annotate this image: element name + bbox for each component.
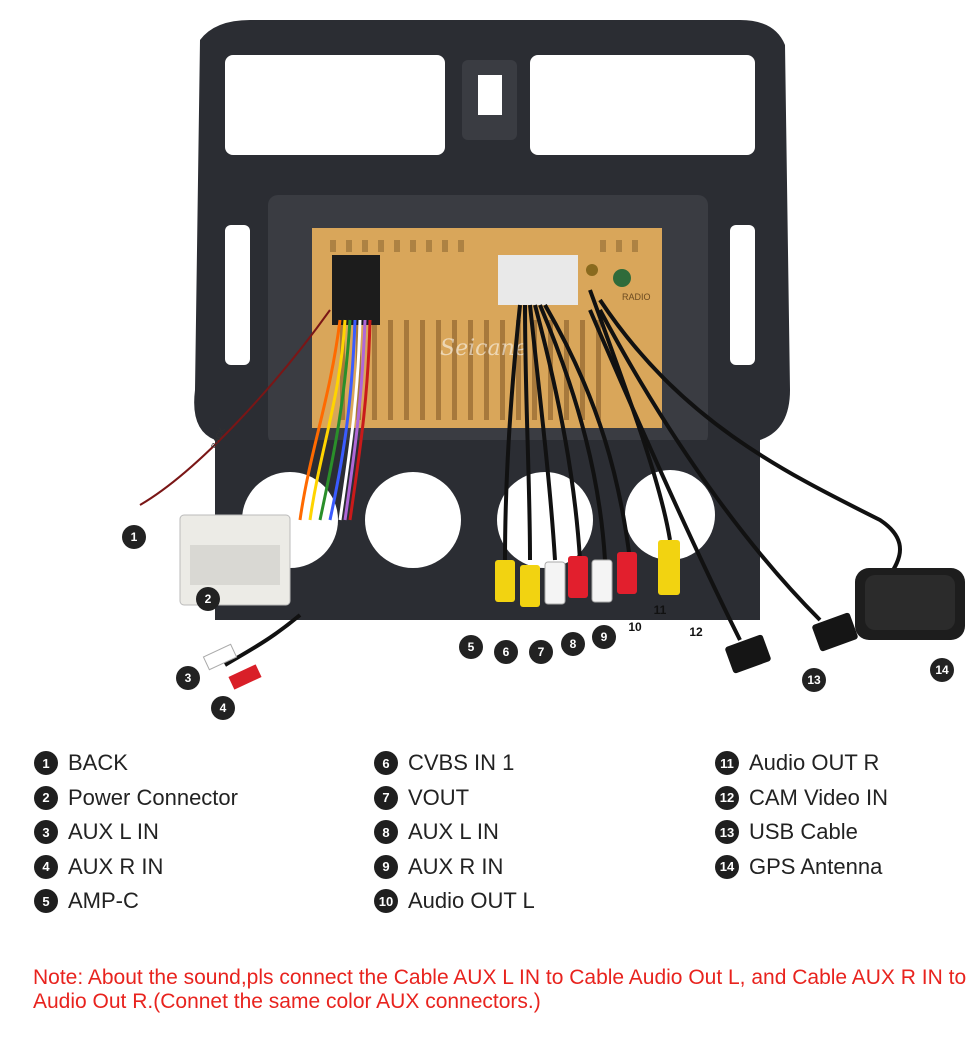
callout-3: 3 [176,666,200,690]
rca-plugs [495,540,680,607]
callout-6: 6 [494,640,518,664]
radio-label: RADIO [622,292,651,302]
callout-10: 10 [628,620,642,634]
frame-cutout-left [225,55,445,155]
callout-9: 9 [592,625,616,649]
frame-slot-left [225,225,250,365]
callout-8: 8 [561,632,585,656]
callout-1: 1 [122,525,146,549]
sound-note: Note: About the sound,pls connect the Ca… [33,966,967,1013]
av-socket [498,255,578,305]
gps-socket [586,264,598,276]
callout-12: 12 [689,625,703,639]
callout-4: 4 [211,696,235,720]
callout-13: 13 [802,668,826,692]
usb-plug-1 [725,634,771,674]
callout-11: 11 [653,603,667,617]
wiring-photo: Seicane RADIO BACK [139,20,965,690]
callout-14: 14 [930,658,954,682]
callout-5: 5 [459,635,483,659]
power-socket [332,255,380,325]
callout-7: 7 [529,640,553,664]
frame-cutout-right [530,55,755,155]
callout-2: 2 [196,587,220,611]
usb-plug-2 [812,612,858,652]
radio-socket [613,269,631,287]
frame-slot-right [730,225,755,365]
